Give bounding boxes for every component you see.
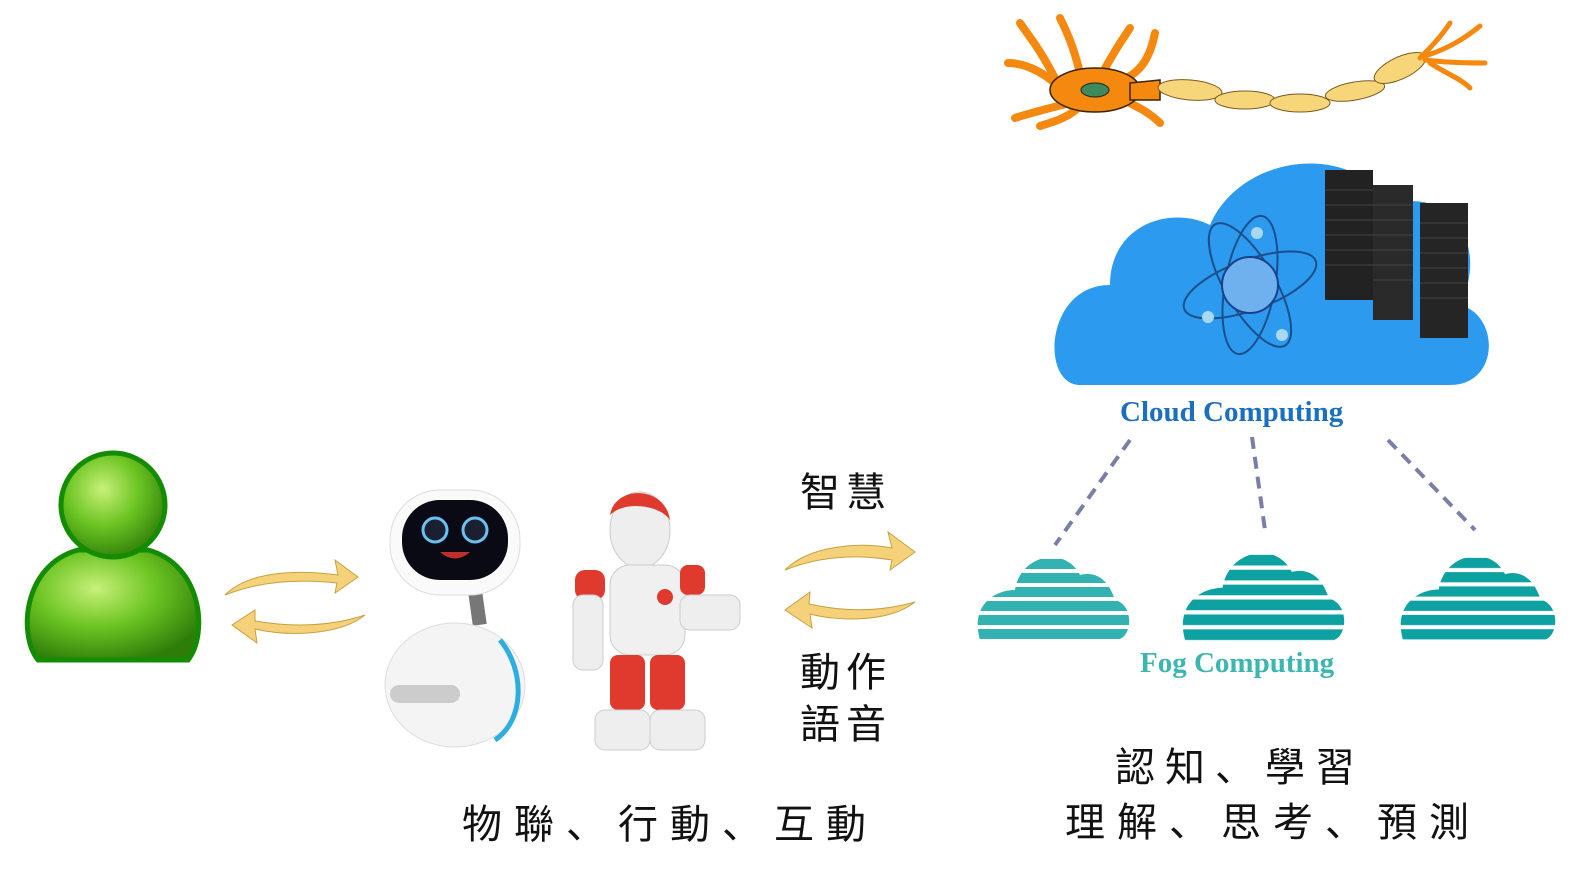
bidirectional-arrow-icon: [224, 558, 366, 645]
neuron-icon: [1004, 14, 1488, 130]
fog-cloud-icon: [977, 557, 1130, 640]
companion-robot-icon: [384, 489, 526, 748]
fog-computing-label: Fog Computing: [1140, 647, 1335, 679]
bidirectional-arrow-icon: [784, 530, 916, 630]
intelligence-label: 智慧: [800, 470, 892, 516]
connector-line: [1386, 438, 1477, 532]
humanoid-robot-icon: [572, 491, 741, 751]
cloud-computing-label: Cloud Computing: [1120, 396, 1344, 428]
robot-caption: 物聯、行動、互動: [462, 802, 878, 848]
cloud-caption-line2: 理解、思考、預測: [1065, 800, 1481, 846]
voice-label: 語音: [800, 702, 892, 748]
cloud-caption-line1: 認知、學習: [1115, 745, 1365, 791]
user-icon: [24, 450, 202, 663]
connector-line: [1250, 436, 1267, 531]
action-label: 動作: [800, 650, 892, 696]
connector-line: [1053, 438, 1132, 547]
cloud-server-atom-icon: [1054, 163, 1489, 385]
fog-cloud-icon: [1400, 556, 1556, 641]
fog-cloud-icon: [1182, 552, 1345, 642]
